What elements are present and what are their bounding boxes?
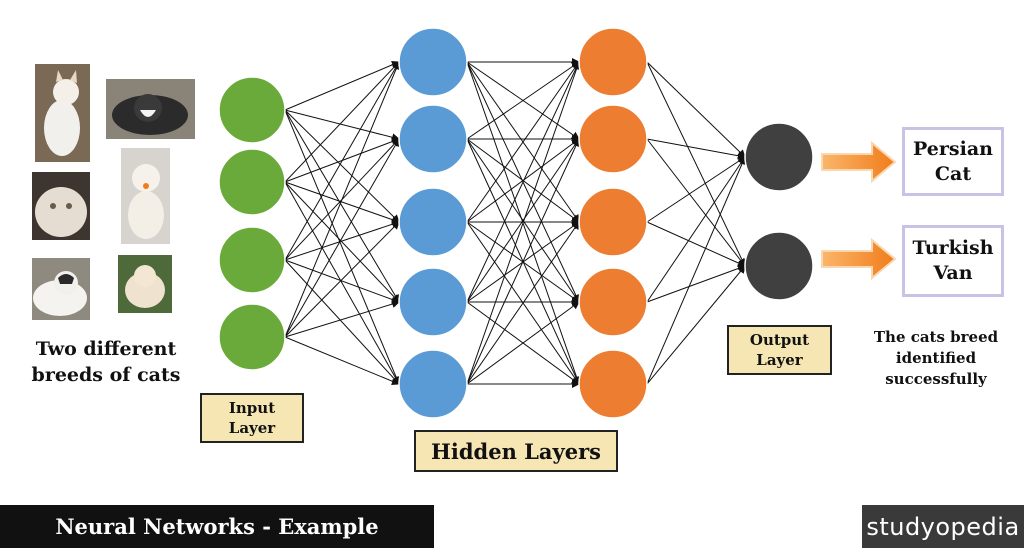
connection-line — [284, 61, 400, 183]
connection-line — [284, 109, 400, 223]
connection-line — [466, 61, 580, 140]
hidden1-node — [398, 349, 468, 419]
hidden2-node — [578, 27, 648, 97]
connection-line — [646, 138, 746, 267]
output-persian-cat-line2: Cat — [934, 162, 972, 185]
orange-arrow-icon — [821, 237, 897, 281]
connection-line — [284, 336, 400, 386]
hidden1-node — [398, 104, 468, 174]
hidden-layers-label-text: Hidden Layers — [431, 438, 601, 464]
result-caption-line2: identified — [895, 349, 977, 367]
connection-line — [646, 138, 746, 160]
input-node — [218, 76, 286, 144]
cat-photo — [121, 148, 170, 244]
output-layer-label-line1: Output — [749, 331, 810, 349]
hidden2-node — [578, 104, 648, 174]
connection-line — [466, 138, 580, 385]
connection-line — [466, 61, 580, 223]
connection-line — [466, 221, 580, 385]
cat-photo — [32, 172, 90, 240]
output-node — [744, 231, 814, 301]
connection-line — [284, 181, 400, 224]
brand-logo: studyopedia — [862, 505, 1024, 548]
hidden2-node — [578, 349, 648, 419]
input-layer-label: Input Layer — [200, 393, 304, 443]
connection-line — [646, 221, 746, 267]
connection-line — [646, 156, 746, 223]
input-layer-label-line1: Input — [228, 399, 276, 417]
cat-photos — [32, 64, 195, 320]
input-layer-label-line2: Layer — [228, 419, 276, 437]
brand-logo-text: studyopedia — [866, 512, 1020, 541]
orange-arrow-icon — [821, 140, 897, 184]
connection-line — [646, 156, 746, 303]
hidden1-node — [398, 267, 468, 337]
output-turkish-van-line1: Turkish — [912, 237, 994, 259]
output-node — [744, 122, 814, 192]
cat-photo — [118, 255, 172, 313]
result-caption-line3: successfully — [885, 370, 987, 388]
hidden2-node — [578, 187, 648, 257]
input-node — [218, 148, 286, 216]
connection-line — [466, 138, 580, 223]
connection-line — [284, 221, 400, 338]
connection-line — [646, 156, 746, 385]
connection-line — [646, 61, 746, 267]
hidden2-node — [578, 267, 648, 337]
output-persian-cat: Persian Cat — [902, 127, 1004, 196]
connection-line — [284, 61, 400, 261]
hidden1-node — [398, 187, 468, 257]
connection-line — [466, 301, 580, 385]
output-turkish-van-line2: Van — [933, 262, 973, 284]
input-caption-line1: Two different — [35, 338, 177, 360]
connection-line — [284, 220, 400, 261]
footer-title-text: Neural Networks - Example — [55, 514, 379, 539]
connection-line — [284, 109, 400, 142]
hidden-layers-label: Hidden Layers — [414, 430, 618, 472]
connection-line — [284, 138, 400, 338]
connection-line — [284, 109, 400, 303]
result-caption: The cats breed identified successfully — [858, 327, 1014, 390]
connection-line — [284, 109, 401, 385]
output-layer-label: Output Layer — [727, 325, 832, 375]
connection-line — [284, 61, 401, 338]
connection-line — [284, 181, 400, 303]
connection-line — [466, 61, 581, 385]
connection-line — [646, 61, 746, 158]
hidden1-node — [398, 27, 468, 97]
connection-line — [466, 138, 580, 303]
cat-photo — [32, 258, 90, 320]
output-layer-label-line2: Layer — [756, 351, 803, 369]
result-caption-line1: The cats breed — [873, 328, 999, 346]
connections — [284, 58, 746, 388]
connection-line — [284, 259, 400, 304]
connection-line — [284, 181, 400, 385]
output-persian-cat-line1: Persian — [913, 137, 993, 160]
connection-line — [646, 265, 746, 385]
input-caption: Two different breeds of cats — [20, 336, 192, 388]
connection-line — [284, 259, 400, 385]
neurons — [218, 27, 814, 419]
footer-title: Neural Networks - Example — [0, 505, 434, 548]
output-turkish-van: Turkish Van — [902, 225, 1004, 297]
input-node — [218, 303, 286, 371]
cat-photo — [106, 79, 195, 139]
connection-line — [466, 61, 580, 303]
cat-photo — [35, 64, 90, 162]
input-caption-line2: breeds of cats — [31, 364, 181, 386]
connection-line — [284, 61, 400, 111]
connection-line — [284, 300, 400, 338]
input-node — [218, 226, 286, 294]
connection-line — [646, 264, 746, 303]
